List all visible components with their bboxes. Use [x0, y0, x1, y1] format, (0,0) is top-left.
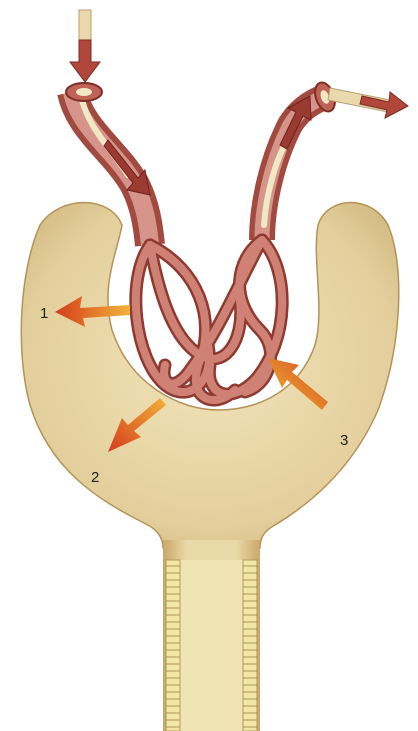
afferent-opening-inner — [76, 88, 92, 96]
inflow-arrow — [70, 10, 100, 82]
outflow-arrow — [328, 88, 408, 118]
label-1: 1 — [40, 305, 48, 322]
glomerular-capillaries — [136, 240, 282, 400]
label-2: 2 — [91, 469, 99, 486]
label-3: 3 — [340, 432, 348, 449]
tubule-lumen — [180, 560, 243, 731]
